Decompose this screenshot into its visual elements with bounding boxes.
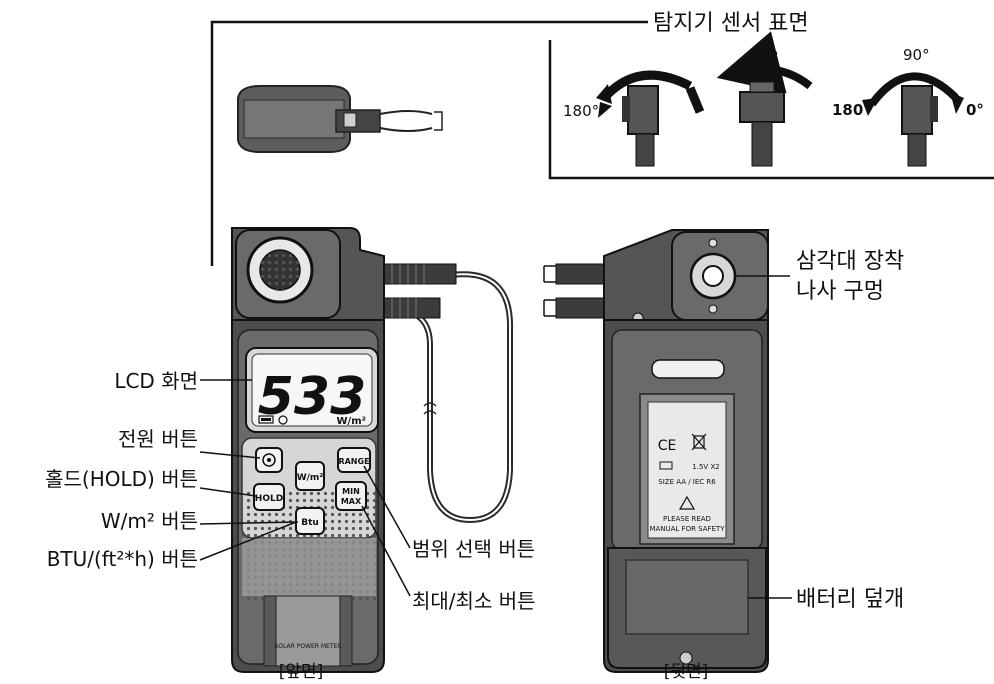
- back-warn-line2: MANUAL FOR SAFETY: [649, 525, 725, 533]
- rotation-view-3: [862, 72, 964, 167]
- front-caption: [앞면]: [279, 662, 324, 682]
- btu-button-label: Btu: [301, 518, 319, 528]
- minmax-leader: [361, 505, 411, 597]
- power-button[interactable]: [255, 447, 283, 473]
- back-battery-text: 1.5V X2: [692, 463, 719, 471]
- range-button-callout: 범위 선택 버튼: [412, 537, 535, 561]
- btu-leader: [199, 521, 297, 561]
- tripod-hole-label-1: 삼각대 장착: [796, 249, 904, 274]
- warning-icon: [678, 495, 696, 510]
- back-warn-line1: PLEASE READ: [663, 515, 711, 523]
- bin-icon: [691, 433, 707, 451]
- tripod-hole-label-2: 나사 구멍: [796, 279, 884, 304]
- back-meter: [543, 229, 769, 673]
- wm2-leader: [199, 521, 299, 525]
- hold-button[interactable]: [253, 483, 285, 511]
- btu-button[interactable]: [295, 507, 325, 535]
- minmax-button[interactable]: [335, 481, 367, 511]
- angle-90-middle: 90°: [752, 48, 779, 66]
- hold-leader: [199, 487, 257, 497]
- lcd-unit: W/m²: [337, 416, 366, 427]
- range-button[interactable]: [337, 447, 371, 473]
- range-button-label: RANGE: [338, 457, 369, 466]
- minmax-button-callout: 최대/최소 버튼: [412, 589, 536, 613]
- back-caption: [뒷면]: [664, 662, 709, 682]
- wm2-button-callout: W/m² 버튼: [101, 509, 198, 533]
- lcd-reading: 533: [258, 367, 367, 427]
- back-ce-mark: CE: [658, 438, 677, 454]
- battery-icon: [659, 461, 673, 470]
- sensor-surface-label: 탐지기 센서 표면: [653, 11, 809, 36]
- wm2-button[interactable]: [295, 461, 325, 491]
- sensor-callout-line: [210, 20, 648, 266]
- rotation-box: [548, 40, 994, 180]
- angle-180-right: 180°: [832, 101, 871, 119]
- angle-0-right: 0°: [966, 101, 984, 119]
- range-leader: [363, 465, 411, 549]
- power-leader: [199, 451, 261, 459]
- wm2-button-label: W/m²: [297, 473, 324, 483]
- angle-180-left: 180°: [563, 102, 599, 120]
- rotation-view-1: [596, 70, 705, 167]
- lcd-power-icon: [278, 415, 288, 425]
- max-label: MAX: [341, 497, 362, 506]
- battery-cover-label: 배터리 덮개: [796, 587, 904, 612]
- probe-side-view: [237, 85, 443, 153]
- btu-button-callout: BTU/(ft²*h) 버튼: [47, 547, 198, 571]
- min-label: MIN: [342, 487, 360, 496]
- rotation-view-2: [716, 31, 813, 167]
- lcd-battery-icon: [258, 415, 274, 424]
- power-button-label: 전원 버튼: [118, 427, 198, 451]
- hold-button-label: HOLD: [255, 494, 283, 504]
- hold-button-callout: 홀드(HOLD) 버튼: [45, 467, 198, 491]
- back-size-text: SIZE AA / IEC R6: [658, 478, 716, 486]
- angle-90-right: 90°: [903, 46, 930, 64]
- front-bottom-text: SOLAR POWER METER: [275, 643, 342, 650]
- lcd-screen-label: LCD 화면: [114, 369, 198, 393]
